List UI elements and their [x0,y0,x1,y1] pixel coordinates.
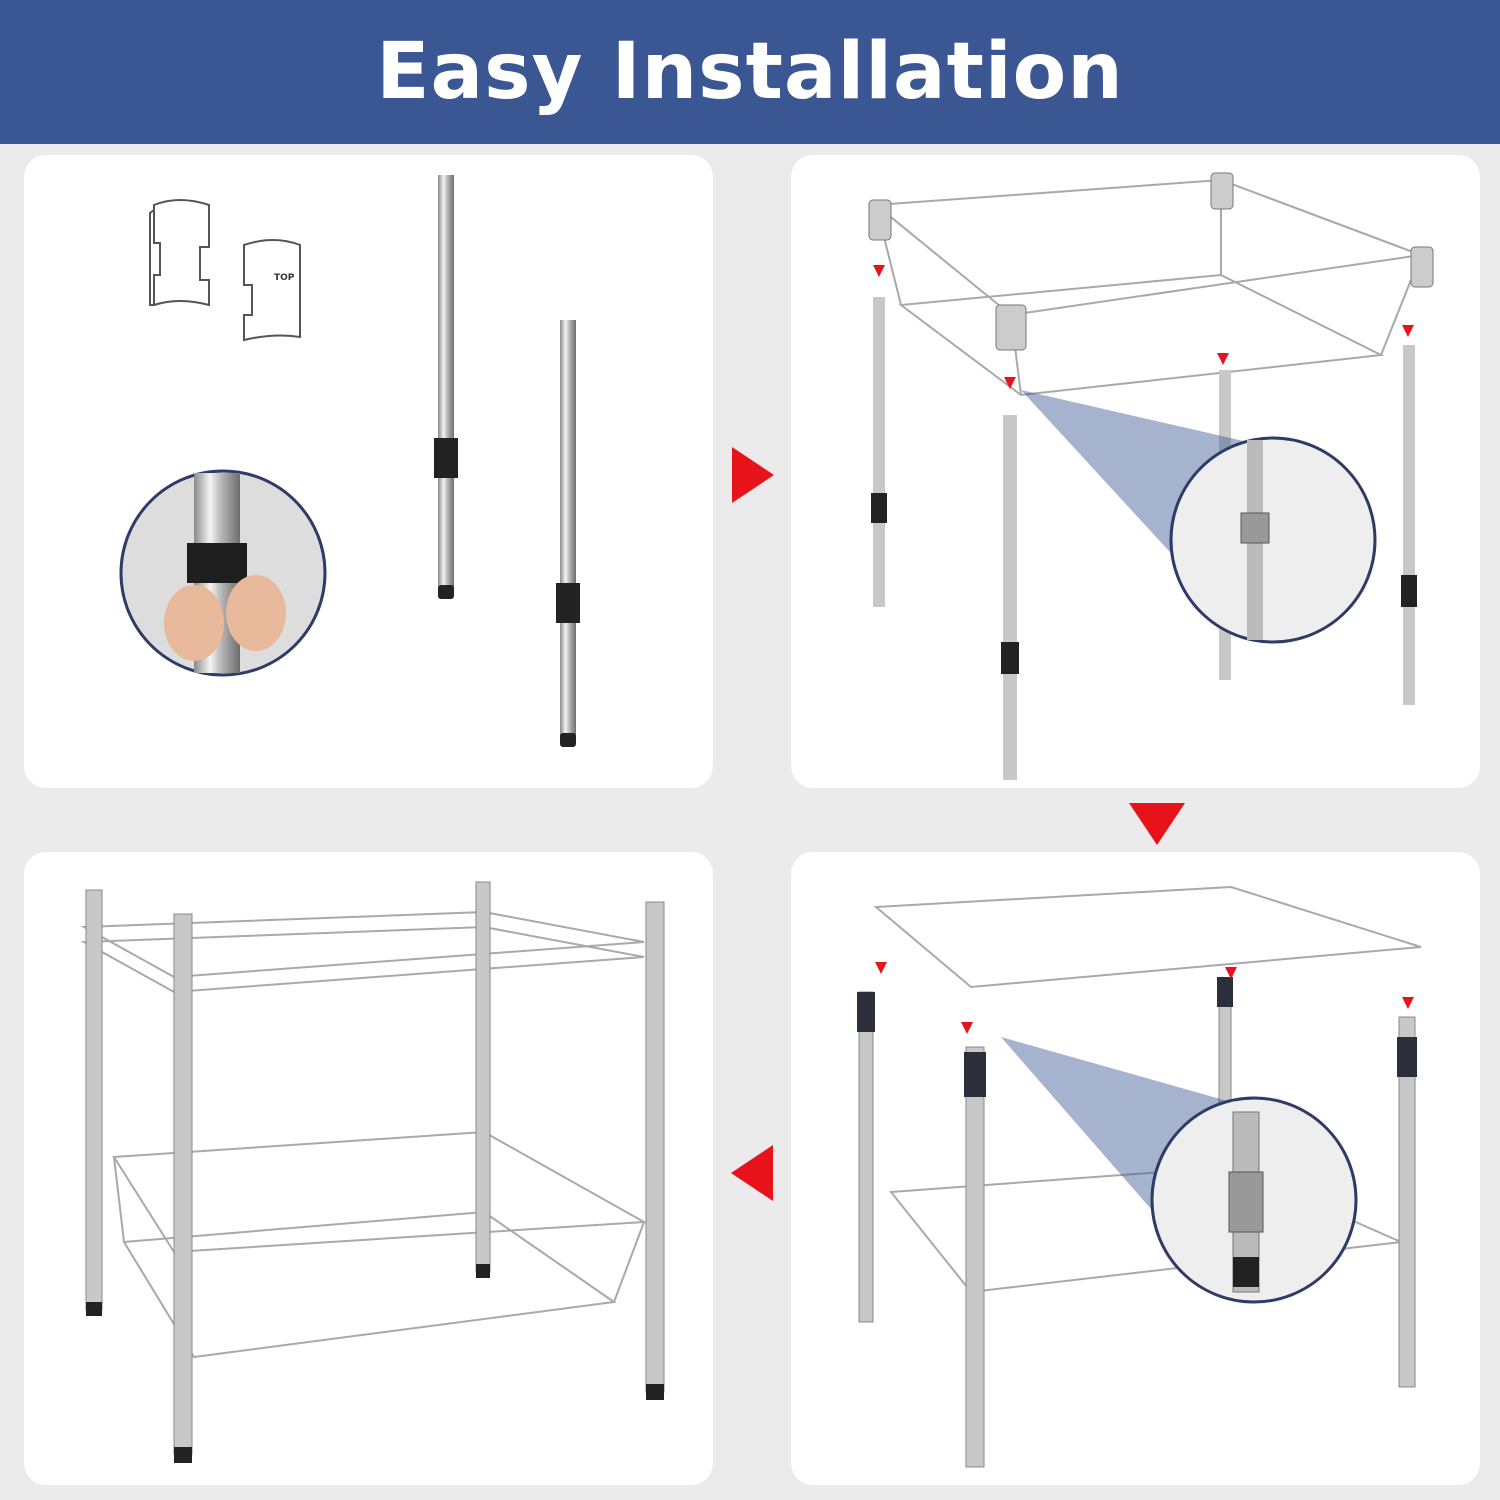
clip-top-icon: TOP [243,239,301,342]
wire-basket [873,178,1422,397]
shelf-install-illustration [857,885,1422,1468]
clip-open-icon [149,199,210,307]
pole-1 [434,175,458,599]
assembled-shelf-illustration [80,881,665,1463]
red-down-arrows [873,265,1414,389]
magnifier-clip-detail [1169,436,1377,644]
step-2-panel [791,155,1480,788]
pole-2 [556,320,580,747]
step-4-panel [24,852,713,1485]
arrow-right-icon [732,447,774,503]
leg-feet [86,1264,664,1463]
basket-install-illustration [868,172,1434,780]
magnifier-sleeve-detail [119,469,327,677]
step-3-panel [791,852,1480,1485]
arrow-down-icon [1129,803,1185,845]
step-1-panel: TOP [24,155,713,788]
clip-top-label: TOP [274,273,295,283]
basket-sleeves [868,172,1434,351]
bottom-basket [112,1130,648,1359]
sleeves [857,977,1417,1097]
red-down-arrows [875,962,1414,1034]
parts-illustration: TOP [119,175,580,747]
magnifier-sleeve-detail [1150,1096,1358,1304]
arrow-left-icon [731,1145,773,1201]
shelf-legs [85,881,665,1455]
header-banner: Easy Installation [0,0,1500,144]
top-wire-shelf [80,910,645,994]
page-title: Easy Installation [376,27,1124,117]
